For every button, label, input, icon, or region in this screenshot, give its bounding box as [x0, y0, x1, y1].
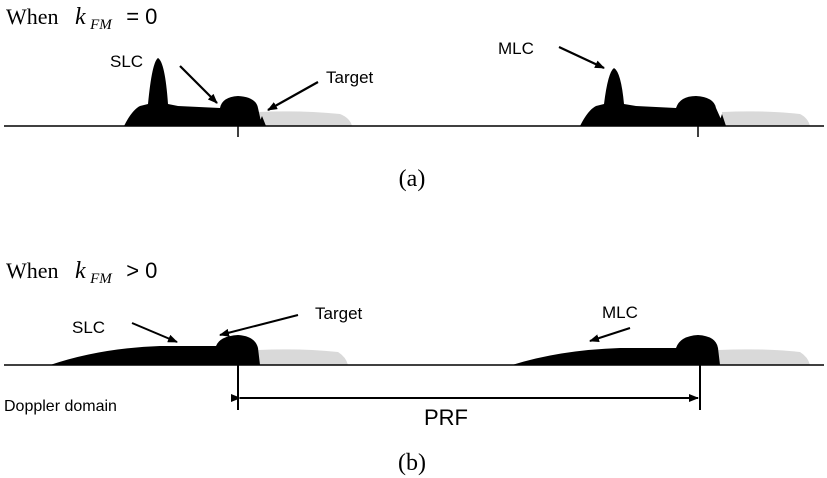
mlc-arrow: [589, 327, 631, 343]
ghost-response-2: [722, 111, 810, 126]
target-spike-2: [718, 114, 726, 126]
mlc-arrow: [558, 46, 605, 69]
condition-label: > 0: [126, 258, 157, 283]
doppler-domain-label: Doppler domain: [4, 398, 117, 415]
k-symbol: k: [75, 258, 86, 284]
ghost-response-3: [258, 349, 348, 365]
mlc-label: MLC: [602, 303, 638, 322]
panel-a-title: When k FM = 0: [6, 4, 157, 33]
k-subscript: FM: [89, 17, 113, 33]
when-label: When: [6, 258, 59, 283]
condition-label: = 0: [126, 4, 157, 29]
target-label: Target: [326, 68, 374, 87]
ghost-response-1: [258, 111, 352, 126]
target-label: Target: [315, 304, 363, 323]
target-spike-1: [258, 116, 266, 126]
slc-arrow: [179, 65, 218, 104]
k-subscript: FM: [89, 271, 113, 287]
slc-spread-shape: [50, 335, 260, 365]
target-arrow: [267, 81, 319, 111]
slc-label: SLC: [110, 52, 143, 71]
caption-a: (a): [399, 166, 426, 192]
slc-label: SLC: [72, 318, 105, 337]
target-arrow: [219, 314, 299, 337]
panel-b-title: When k FM > 0: [6, 258, 157, 287]
caption-b: (b): [398, 450, 426, 476]
mlc-label: MLC: [498, 39, 534, 58]
mlc-spread-shape: [512, 335, 720, 365]
slc-peak-shape: [124, 58, 262, 126]
when-label: When: [6, 4, 59, 29]
panel-a: When k FM = 0 SLC Target MLC (a): [4, 4, 824, 192]
panel-b: When k FM > 0 SLC Target MLC Doppler dom…: [4, 258, 824, 476]
slc-arrow: [131, 322, 178, 343]
k-symbol: k: [75, 4, 86, 30]
mlc-peak-shape: [580, 68, 724, 126]
ghost-response-4: [718, 349, 810, 365]
prf-label: PRF: [424, 405, 468, 430]
